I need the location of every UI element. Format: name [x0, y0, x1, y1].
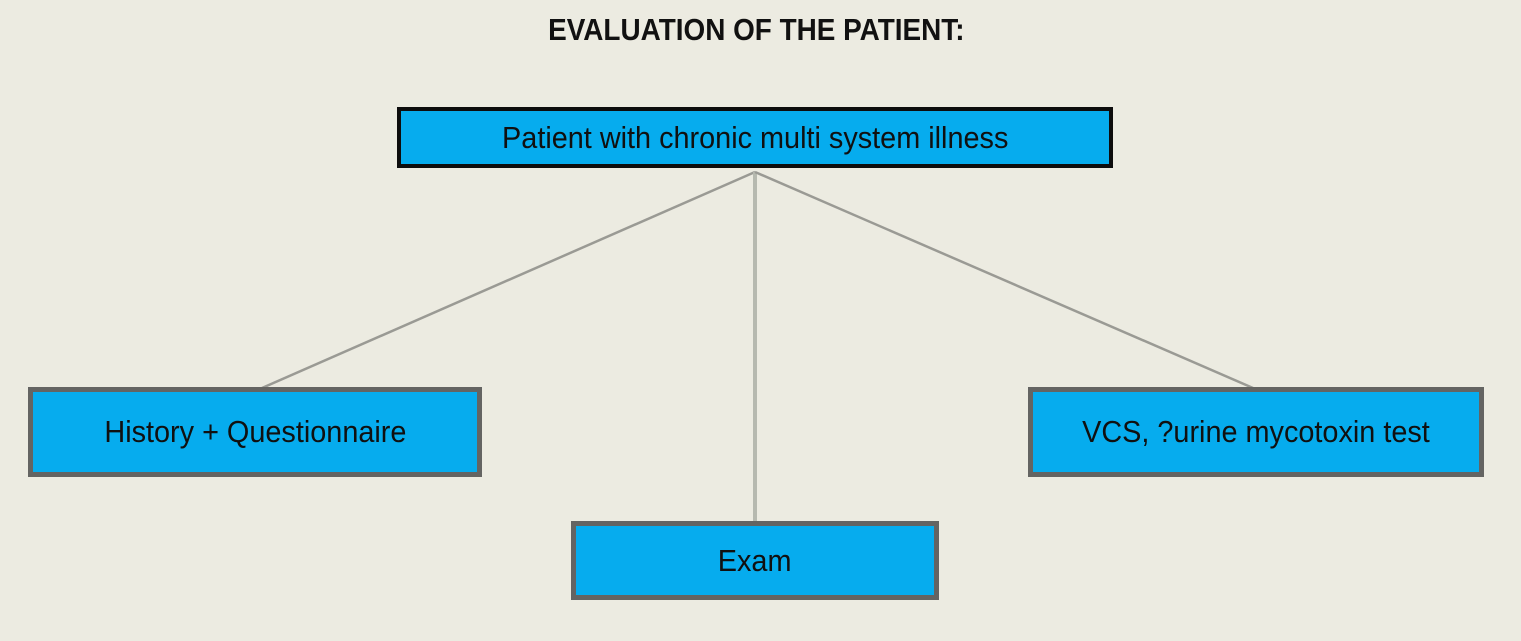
node-left-label: History + Questionnaire	[103, 414, 407, 449]
node-root-label: Patient with chronic multi system illnes…	[501, 119, 1009, 155]
diagram-title: EVALUATION OF THE PATIENT:	[0, 12, 1512, 48]
node-root-patient: Patient with chronic multi system illnes…	[397, 107, 1113, 168]
connector-root-to-left	[261, 170, 756, 390]
diagram-title-text: EVALUATION OF THE PATIENT:	[547, 12, 965, 47]
node-vcs-mycotoxin: VCS, ?urine mycotoxin test	[1028, 387, 1484, 477]
connector-root-to-right	[754, 170, 1254, 390]
node-center-label: Exam	[718, 542, 792, 578]
node-history-questionnaire: History + Questionnaire	[28, 387, 482, 477]
node-exam: Exam	[571, 521, 939, 600]
node-right-label: VCS, ?urine mycotoxin test	[1082, 414, 1430, 449]
